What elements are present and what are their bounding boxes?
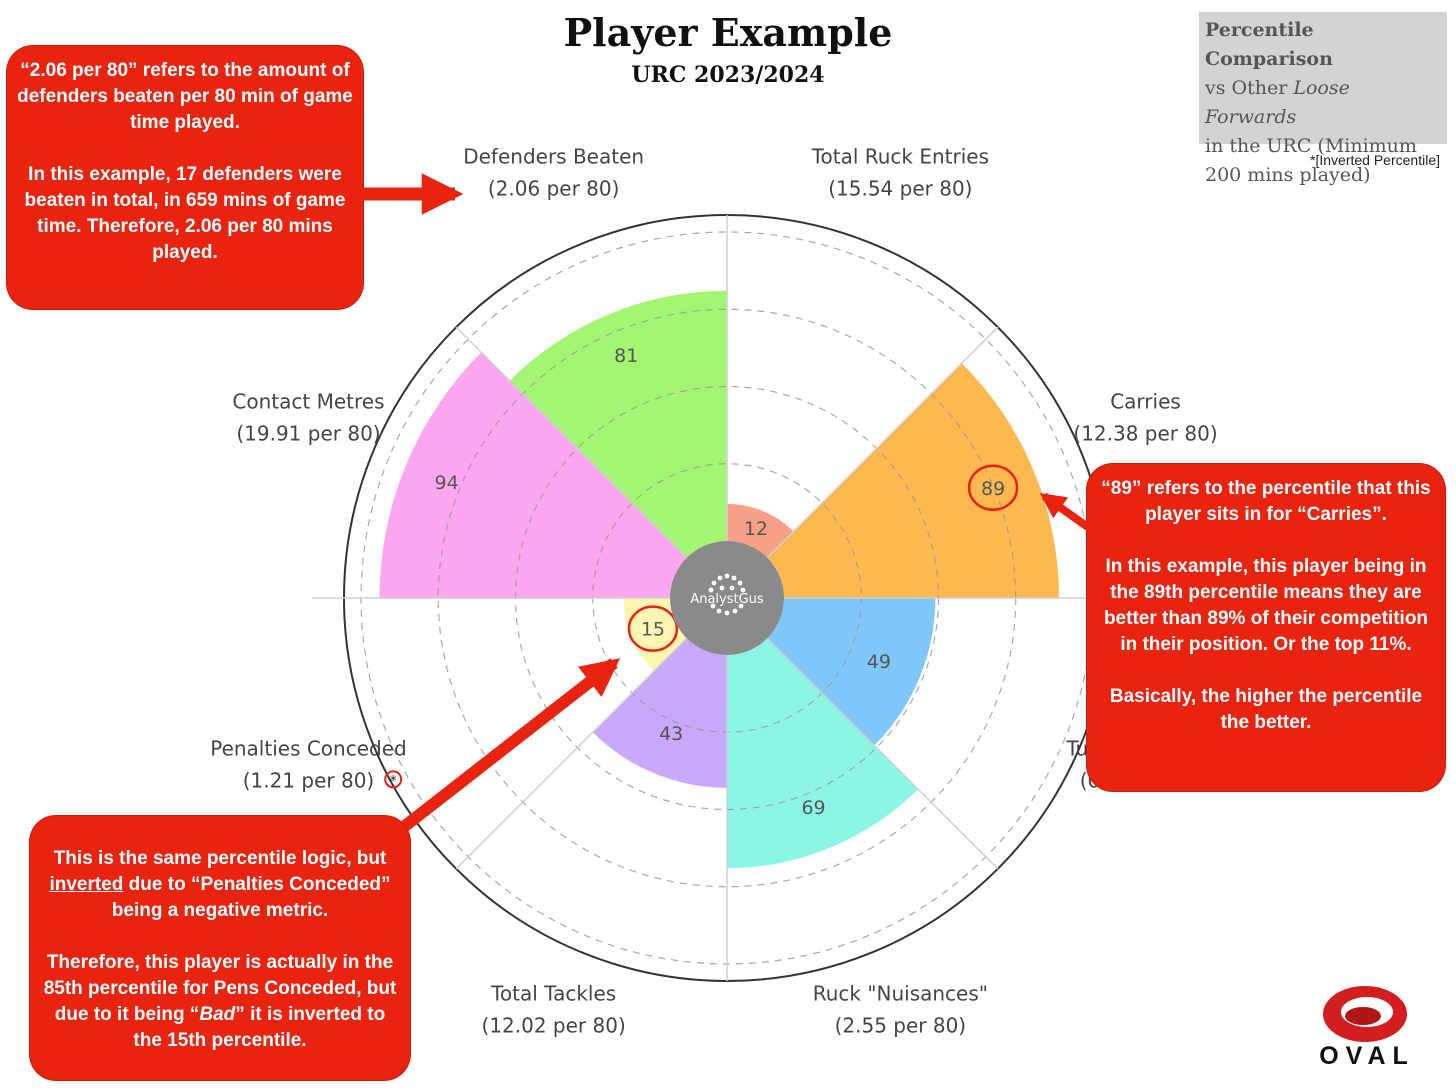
logo-dot (711, 580, 717, 586)
center-logo-text: AnalystGus (690, 592, 764, 607)
legend-box: Percentile Comparison vs Other Loose For… (1199, 12, 1447, 186)
legend-line-2-italic: Loose Forwards (1205, 77, 1350, 128)
bar-total-ruck-entries (727, 503, 794, 558)
logo-dot (738, 603, 744, 609)
category-per80-label: (12.02 per 80) (482, 1014, 626, 1038)
value-label: 69 (801, 797, 825, 819)
category-label: Total Tackles (490, 982, 616, 1006)
oval-logo-text: OVAL (1319, 1042, 1415, 1070)
category-label: Ruck "Nuisances" (813, 982, 988, 1006)
callout-percentile-explainer: “89” refers to the percentile that this … (1087, 464, 1445, 791)
bar-penalties-conceded (623, 598, 687, 672)
bar-turnovers-made (767, 598, 936, 746)
category-label: Total Ruck Entries (811, 144, 989, 168)
value-label: 12 (744, 518, 768, 540)
value-label: 81 (614, 345, 638, 367)
spoke (766, 637, 999, 870)
logo-dot (729, 585, 735, 591)
category-per80-label: (1.21 per 80) (243, 768, 375, 792)
legend-line-2-prefix: vs Other (1205, 77, 1294, 99)
value-label: 94 (435, 472, 459, 494)
value-label: 15 (641, 619, 665, 641)
bar-defenders-beaten (509, 290, 727, 558)
logo-dot (737, 580, 743, 586)
category-label: Penalties Conceded (210, 736, 407, 760)
chart-title: Player Example (563, 10, 893, 55)
value-label: 49 (867, 651, 891, 673)
highlight-circle (967, 464, 1019, 512)
logo-dot (717, 575, 723, 581)
logo-dot (731, 575, 737, 581)
category-per80-label: (12.38 per 80) (1073, 422, 1217, 446)
callout-per80-explainer: “2.06 per 80” refers to the amount of de… (7, 46, 363, 309)
spoke (766, 326, 999, 559)
bar-carries (767, 363, 1060, 598)
logo-dot (724, 573, 730, 579)
callout-inverted-part2: due to “Penalties Conceded” being a nega… (43, 874, 397, 1025)
callout-inverted-explainer: This is the same percentile logic, but i… (30, 816, 410, 1080)
oval-logo-icon (1323, 986, 1407, 1042)
logo-dot (708, 587, 714, 593)
callout-inverted-part1: This is the same percentile logic, but (53, 848, 387, 869)
callout-inverted-italic: Bad (199, 1004, 236, 1025)
bar-contact-metres (379, 352, 687, 598)
legend-line-1: Percentile Comparison (1205, 19, 1333, 70)
logo-dot (716, 608, 722, 614)
category-label: Defenders Beaten (463, 144, 644, 168)
logo-dot (710, 603, 716, 609)
category-per80-label: (2.55 per 80) (835, 1014, 967, 1038)
inverted-marker-star: * (390, 773, 397, 789)
logo-dot (719, 585, 725, 591)
category-per80-label: (15.54 per 80) (828, 176, 972, 200)
legend-line-4: 200 mins played) (1205, 164, 1371, 186)
center-hub (670, 541, 784, 655)
legend-line-3: in the URC (Minimum (1205, 135, 1417, 157)
callout-inverted-part3: ” it is inverted to the 15th percentile. (133, 1004, 386, 1051)
category-label: Carries (1110, 390, 1181, 414)
highlight-circle (627, 605, 679, 652)
callout-inverted-underlined: inverted (49, 874, 124, 895)
chart-subtitle: URC 2023/2024 (631, 62, 825, 88)
category-per80-label: (19.91 per 80) (236, 422, 380, 446)
category-label: Contact Metres (232, 390, 384, 414)
value-label: 43 (659, 723, 683, 745)
logo-dot (732, 608, 738, 614)
category-per80-label: (2.06 per 80) (488, 176, 620, 200)
spoke (455, 326, 688, 559)
inverted-marker-circle (384, 770, 403, 789)
logo-dot (740, 587, 746, 593)
inverted-percentile-note: *[Inverted Percentile] (1310, 152, 1440, 168)
bar-ruck-nuisances- (727, 638, 919, 869)
bar-total-tackles (592, 638, 727, 788)
value-label: 89 (981, 478, 1005, 500)
logo-dot (724, 610, 730, 616)
